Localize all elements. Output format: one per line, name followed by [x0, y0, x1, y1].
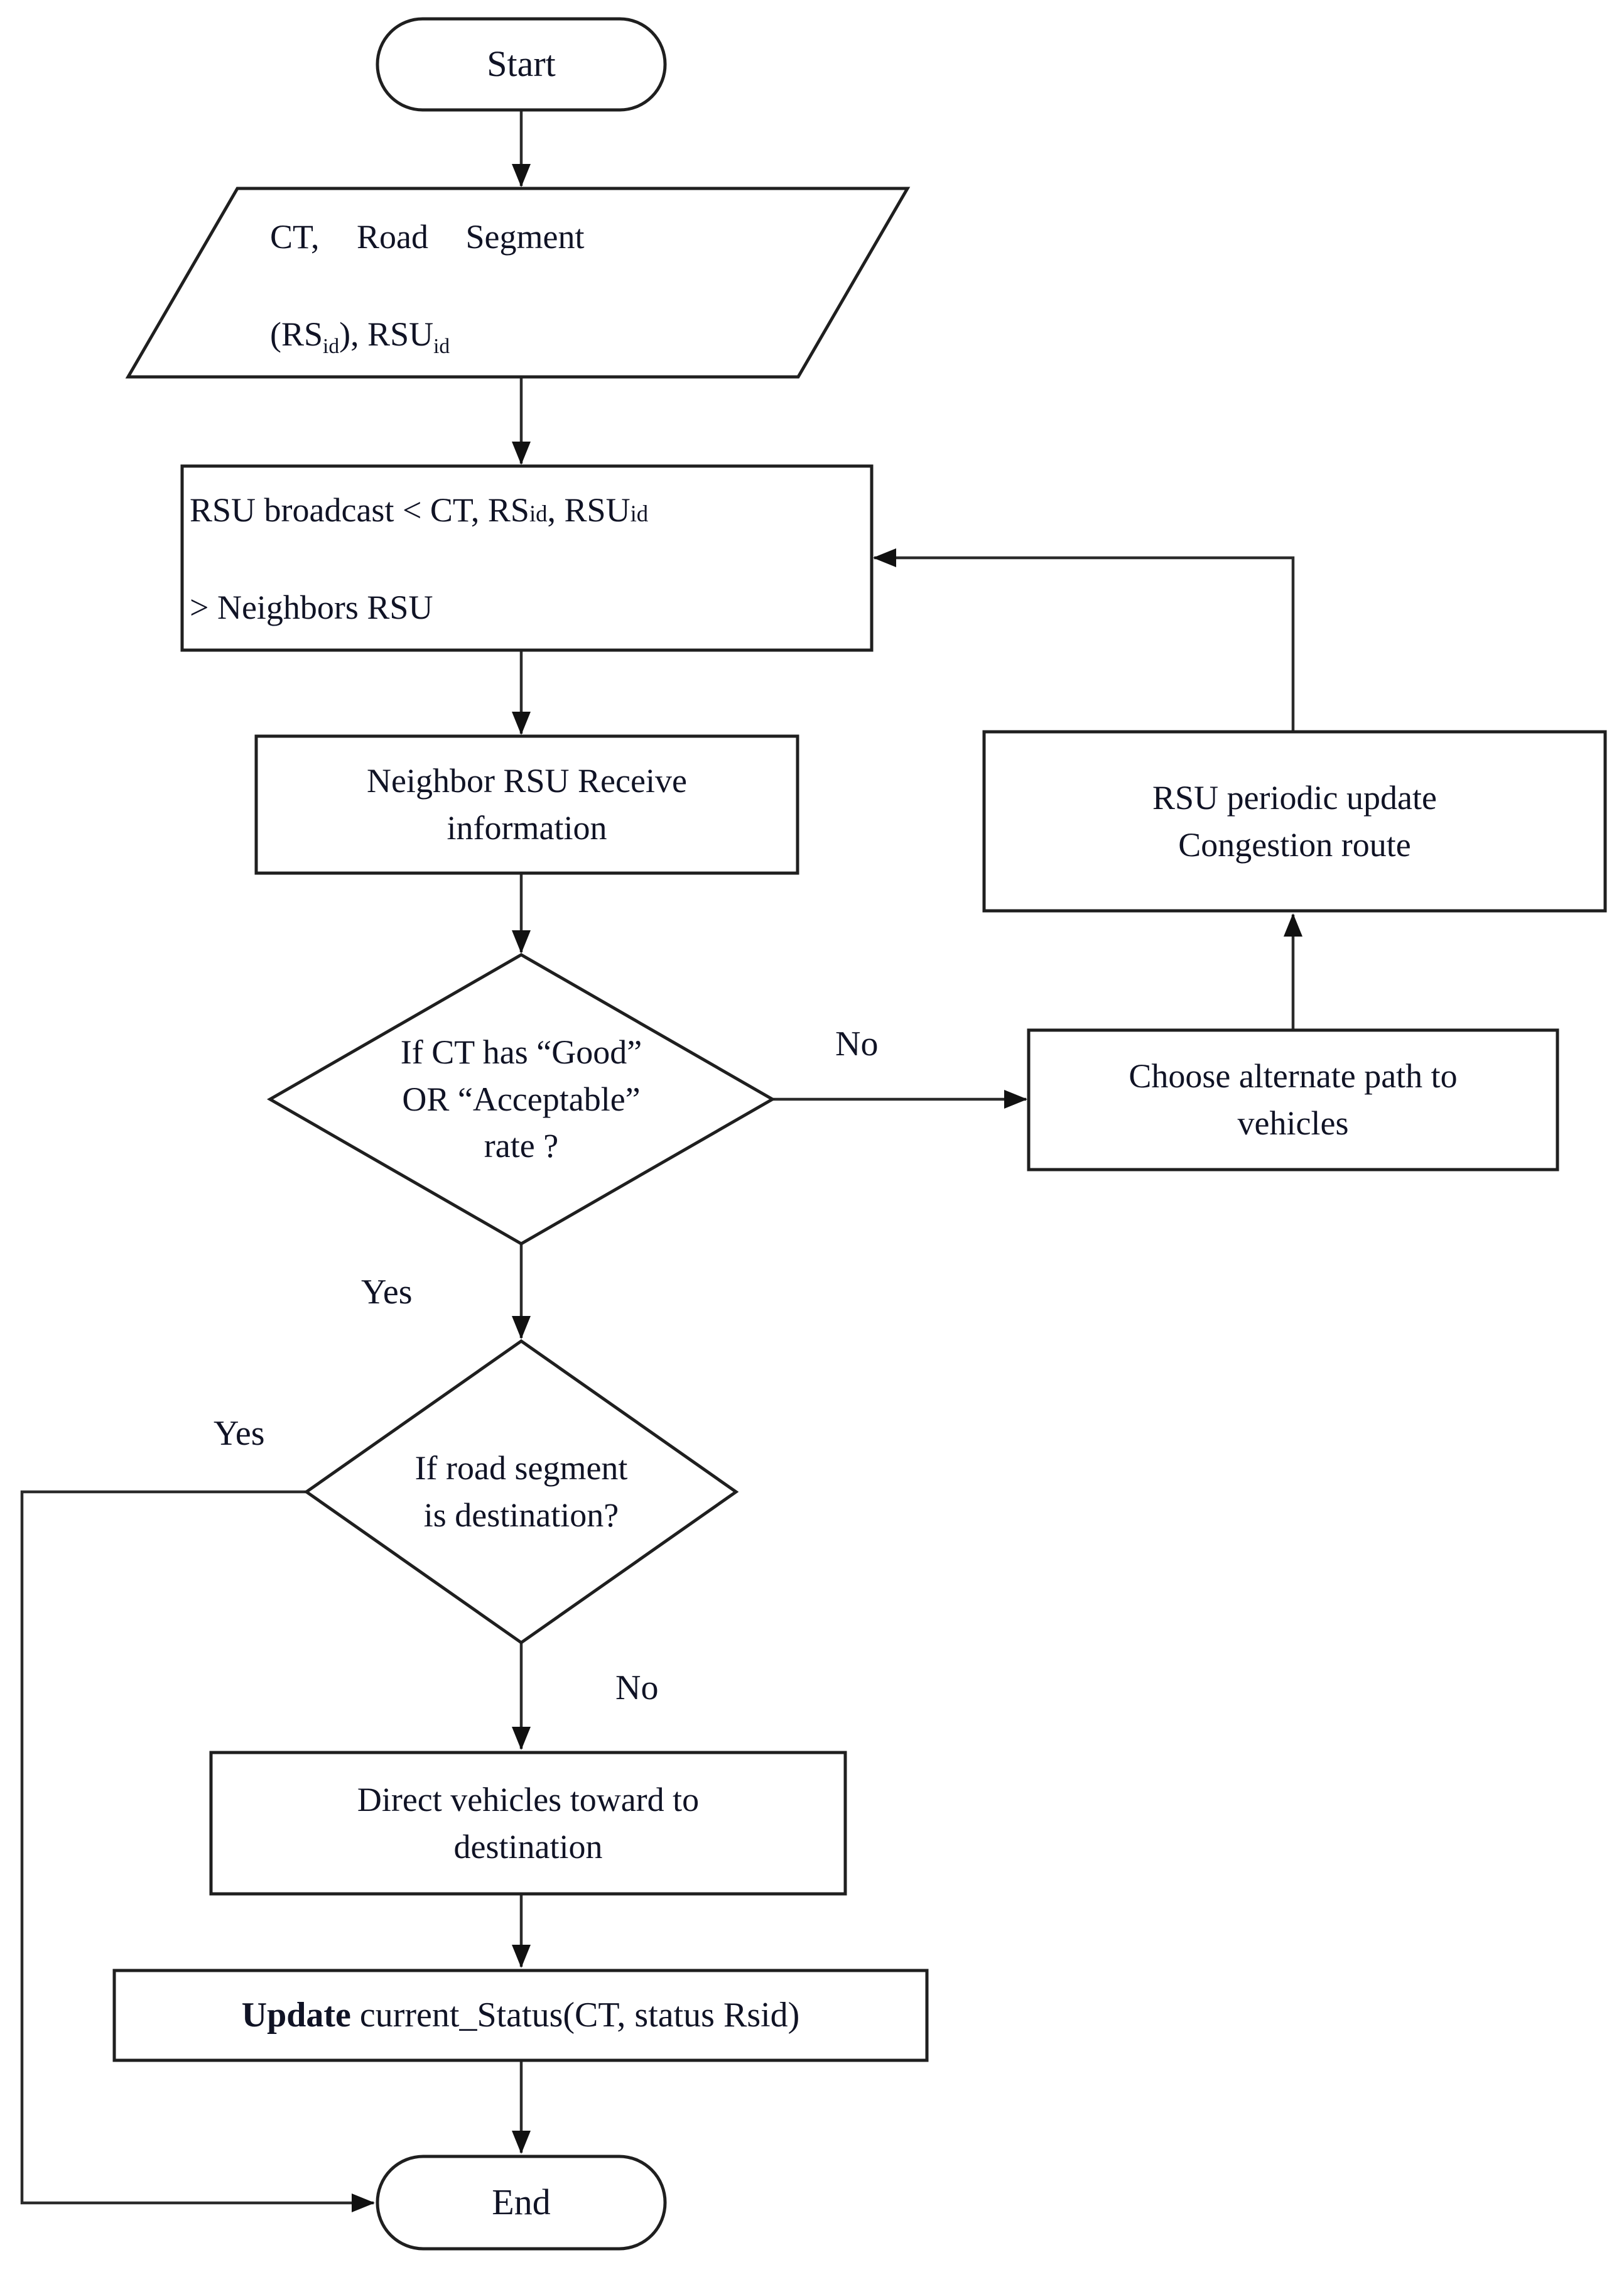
- direct-vehicles-line2: destination: [453, 1827, 603, 1866]
- input-line2-text: (RS: [270, 315, 323, 354]
- edge-label-rate-no: No: [835, 1025, 879, 1063]
- decision-rate-line3: rate ?: [484, 1127, 559, 1165]
- input-line1: CT, Road Segment: [270, 218, 585, 256]
- decision-rate-line2: OR “Acceptable”: [402, 1080, 641, 1118]
- direct-vehicles-node-label: Direct vehicles toward to destination: [211, 1753, 845, 1894]
- input-line2: (RSid), RSUid: [270, 311, 450, 358]
- direct-vehicles-process-shape: [209, 1751, 847, 1896]
- edge-label-rate-yes: Yes: [361, 1273, 413, 1312]
- broadcast-rsu-id: id: [630, 501, 649, 526]
- edge-periodic-to-broadcast: [873, 548, 1295, 732]
- end-node-label: End: [377, 2156, 665, 2249]
- input-node-label: CT, Road Segment (RSid), RSUid: [270, 214, 747, 358]
- end-terminator-shape: [376, 2155, 667, 2251]
- decision-rate-diamond-shape: [266, 953, 776, 1246]
- choose-alternate-line1: Choose alternate path to: [1129, 1057, 1458, 1095]
- broadcast-line2: > Neighbors RSU: [190, 589, 433, 627]
- receive-line1: Neighbor RSU Receive: [367, 762, 687, 800]
- receive-line2: information: [447, 809, 607, 847]
- input-rsu-subscript: id: [433, 335, 450, 359]
- periodic-update-line1: RSU periodic update: [1152, 778, 1437, 817]
- periodic-update-process-shape: [982, 730, 1607, 913]
- broadcast-line1-text: RSU broadcast < CT, RS: [190, 491, 529, 529]
- decision-rate-line1: If CT has “Good”: [400, 1033, 642, 1072]
- update-status-node-label: Update current_Status(CT, status Rsid): [114, 1970, 927, 2060]
- end-text: End: [492, 2182, 551, 2223]
- input-parallelogram-shape: [125, 187, 911, 379]
- update-status-line: Update current_Status(CT, status Rsid): [242, 1991, 800, 2040]
- direct-vehicles-line1: Direct vehicles toward to: [357, 1780, 700, 1818]
- periodic-update-node-label: RSU periodic update Congestion route: [984, 732, 1605, 911]
- start-terminator-shape: [376, 17, 667, 112]
- decision-destination-diamond-shape: [303, 1339, 739, 1645]
- update-status-rest: current_Status(CT, status Rsid): [350, 1995, 800, 2035]
- decision-destination-line2: is destination?: [423, 1496, 619, 1534]
- broadcast-line1: RSU broadcast < CT, RSid, RSUid: [190, 487, 648, 534]
- update-status-bold-word: Update: [241, 1995, 351, 2035]
- decision-destination-node-label: If road segment is destination?: [333, 1413, 710, 1570]
- input-line2-text2: ), RSU: [339, 315, 434, 354]
- broadcast-line1-text2: , RSU: [547, 491, 631, 529]
- broadcast-process-shape: [180, 464, 874, 652]
- input-rs-subscript: id: [323, 335, 340, 359]
- choose-alternate-line2: vehicles: [1237, 1104, 1349, 1142]
- receive-process-shape: [254, 734, 799, 875]
- broadcast-rs-id: id: [529, 501, 548, 526]
- edge-dest-yes-to-end: [20, 1490, 375, 2212]
- periodic-update-line2: Congestion route: [1178, 825, 1411, 864]
- edge-label-dest-no: No: [615, 1668, 659, 1707]
- edge-label-dest-yes: Yes: [214, 1414, 265, 1453]
- start-text: Start: [487, 43, 556, 85]
- receive-node-label: Neighbor RSU Receive information: [256, 736, 798, 873]
- choose-alternate-node-label: Choose alternate path to vehicles: [1029, 1030, 1557, 1170]
- decision-destination-line1: If road segment: [414, 1449, 628, 1487]
- broadcast-node-label: RSU broadcast < CT, RSid, RSUid > Neighb…: [190, 487, 868, 631]
- update-status-process-shape: [112, 1969, 929, 2062]
- choose-alternate-process-shape: [1027, 1028, 1559, 1171]
- start-node-label: Start: [377, 19, 665, 110]
- decision-rate-node-label: If CT has “Good” OR “Acceptable” rate ?: [327, 1021, 716, 1178]
